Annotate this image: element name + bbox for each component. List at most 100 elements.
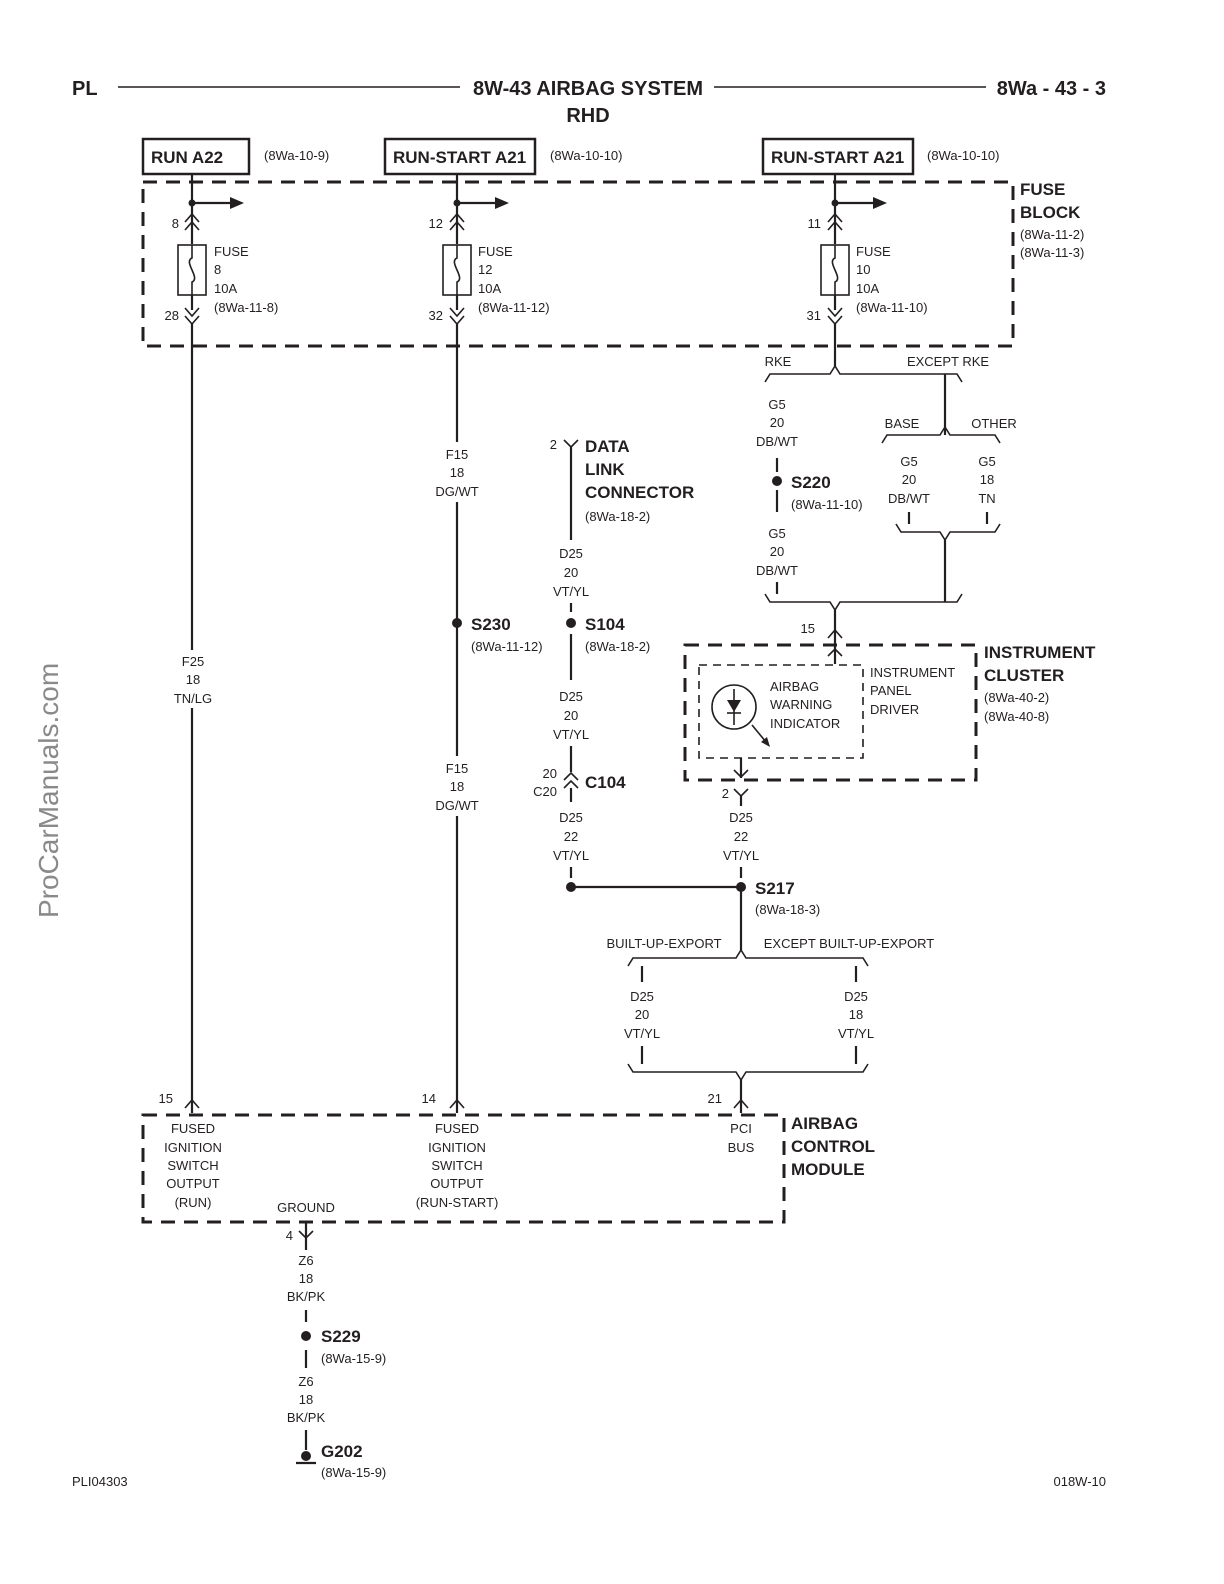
svg-text:DB/WT: DB/WT: [888, 491, 930, 506]
fuse-10: 11 31 FUSE 10 10A (8Wa-11-10): [807, 174, 928, 326]
svg-text:EXCEPT RKE: EXCEPT RKE: [907, 354, 989, 369]
svg-text:(8Wa-18-3): (8Wa-18-3): [755, 902, 820, 917]
svg-text:S230: S230: [471, 615, 511, 634]
svg-text:FUSE: FUSE: [214, 244, 249, 259]
svg-text:TN: TN: [978, 491, 995, 506]
svg-text:CONNECTOR: CONNECTOR: [585, 483, 694, 502]
svg-text:18: 18: [849, 1007, 863, 1022]
svg-text:(8Wa-11-12): (8Wa-11-12): [478, 300, 550, 315]
svg-text:INDICATOR: INDICATOR: [770, 716, 840, 731]
splice-s229: S229 (8Wa-15-9): [301, 1327, 386, 1366]
header-left: PL: [72, 78, 98, 100]
fuse-block-outline: [141, 180, 1015, 348]
svg-text:Z6: Z6: [298, 1374, 313, 1389]
svg-text:RUN A22: RUN A22: [151, 148, 223, 167]
svg-text:18: 18: [450, 465, 464, 480]
svg-text:(8Wa-10-10): (8Wa-10-10): [550, 148, 622, 163]
svg-text:OUTPUT: OUTPUT: [430, 1176, 484, 1191]
footer-right: 018W-10: [1053, 1474, 1106, 1489]
circuit-f15: F15 18 DG/WT F15 18 DG/WT: [435, 324, 479, 1113]
fuse-block-title-2: BLOCK: [1020, 203, 1081, 222]
svg-text:OUTPUT: OUTPUT: [166, 1176, 220, 1191]
svg-text:14: 14: [422, 1091, 436, 1106]
svg-text:D25: D25: [559, 810, 583, 825]
svg-text:RUN-START A21: RUN-START A21: [771, 148, 904, 167]
svg-text:D25: D25: [729, 810, 753, 825]
svg-text:GROUND: GROUND: [277, 1200, 335, 1215]
svg-text:S217: S217: [755, 879, 795, 898]
svg-text:VT/YL: VT/YL: [723, 848, 759, 863]
svg-text:D25: D25: [559, 689, 583, 704]
svg-text:(8Wa-18-2): (8Wa-18-2): [585, 509, 650, 524]
svg-text:VT/YL: VT/YL: [624, 1026, 660, 1041]
svg-text:DB/WT: DB/WT: [756, 434, 798, 449]
svg-text:8: 8: [172, 216, 179, 231]
svg-text:S229: S229: [321, 1327, 361, 1346]
svg-text:(8Wa-18-2): (8Wa-18-2): [585, 639, 650, 654]
svg-text:(8Wa-11-10): (8Wa-11-10): [791, 497, 863, 512]
svg-text:IGNITION: IGNITION: [428, 1140, 486, 1155]
svg-text:RUN-START A21: RUN-START A21: [393, 148, 526, 167]
svg-text:G202: G202: [321, 1442, 363, 1461]
circuit-d25-s217-acm: BUILT-UP-EXPORT EXCEPT BUILT-UP-EXPORT D…: [606, 887, 934, 1113]
data-link-connector: 2 DATA LINK CONNECTOR (8Wa-18-2): [550, 437, 694, 524]
svg-text:DRIVER: DRIVER: [870, 702, 919, 717]
svg-text:20: 20: [635, 1007, 649, 1022]
svg-text:10A: 10A: [214, 281, 237, 296]
svg-text:DATA: DATA: [585, 437, 630, 456]
svg-text:31: 31: [807, 308, 821, 323]
connector-c104: 20 C20 C104: [533, 766, 626, 799]
svg-text:18: 18: [299, 1271, 313, 1286]
svg-text:22: 22: [564, 829, 578, 844]
svg-text:(8Wa-11-8): (8Wa-11-8): [214, 300, 278, 315]
svg-text:PANEL: PANEL: [870, 683, 912, 698]
svg-text:20: 20: [770, 544, 784, 559]
fuse-8: 8 28 FUSE 8 10A (8Wa-11-8): [165, 174, 278, 326]
splice-s220: S220 (8Wa-11-10): [772, 473, 863, 512]
svg-text:BUS: BUS: [728, 1140, 755, 1155]
svg-text:S220: S220: [791, 473, 831, 492]
svg-text:20: 20: [564, 708, 578, 723]
svg-text:18: 18: [450, 779, 464, 794]
svg-text:INSTRUMENT: INSTRUMENT: [984, 643, 1096, 662]
source-run-start-a21-center: RUN-START A21 (8Wa-10-10): [383, 137, 622, 176]
svg-text:CONTROL: CONTROL: [791, 1137, 875, 1156]
footer-left: PLI04303: [72, 1474, 128, 1489]
svg-text:LINK: LINK: [585, 460, 625, 479]
svg-text:(8Wa-40-8): (8Wa-40-8): [984, 709, 1049, 724]
ground-g202: G202 (8Wa-15-9): [296, 1442, 386, 1480]
page-subtitle: RHD: [566, 105, 609, 127]
circuit-d25-dlc: D25 20 VT/YL D25 20 VT/YL: [553, 447, 589, 772]
svg-text:22: 22: [734, 829, 748, 844]
svg-text:DB/WT: DB/WT: [756, 563, 798, 578]
fuse-12: 12 32 FUSE 12 10A (8Wa-11-12): [429, 174, 550, 326]
svg-text:G5: G5: [978, 454, 995, 469]
source-run-a22: RUN A22 (8Wa-10-9): [141, 137, 329, 176]
svg-text:D25: D25: [559, 546, 583, 561]
svg-text:SWITCH: SWITCH: [167, 1158, 218, 1173]
circuit-fuse10-output: RKE EXCEPT RKE BASE OTHER: [764, 324, 1017, 444]
svg-text:(8Wa-15-9): (8Wa-15-9): [321, 1465, 386, 1480]
svg-text:(8Wa-15-9): (8Wa-15-9): [321, 1351, 386, 1366]
svg-text:F15: F15: [446, 761, 468, 776]
svg-text:VT/YL: VT/YL: [553, 584, 589, 599]
svg-text:21: 21: [708, 1091, 722, 1106]
splice-s217: S217 (8Wa-18-3): [736, 879, 820, 917]
svg-text:INSTRUMENT: INSTRUMENT: [870, 665, 955, 680]
svg-text:D25: D25: [630, 989, 654, 1004]
page-title: 8W-43 AIRBAG SYSTEM: [473, 78, 703, 100]
svg-text:FUSED: FUSED: [435, 1121, 479, 1136]
splice-s230: S230 (8Wa-11-12): [452, 615, 543, 654]
svg-text:20: 20: [770, 415, 784, 430]
svg-text:DG/WT: DG/WT: [435, 798, 478, 813]
svg-text:(8Wa-40-2): (8Wa-40-2): [984, 690, 1049, 705]
svg-text:28: 28: [165, 308, 179, 323]
svg-text:VT/YL: VT/YL: [553, 848, 589, 863]
svg-text:MODULE: MODULE: [791, 1160, 865, 1179]
svg-text:(8Wa-11-10): (8Wa-11-10): [856, 300, 928, 315]
svg-text:12: 12: [478, 262, 492, 277]
circuit-d25-c104-s217: D25 22 VT/YL: [553, 788, 741, 892]
svg-text:FUSED: FUSED: [171, 1121, 215, 1136]
svg-text:WARNING: WARNING: [770, 697, 832, 712]
